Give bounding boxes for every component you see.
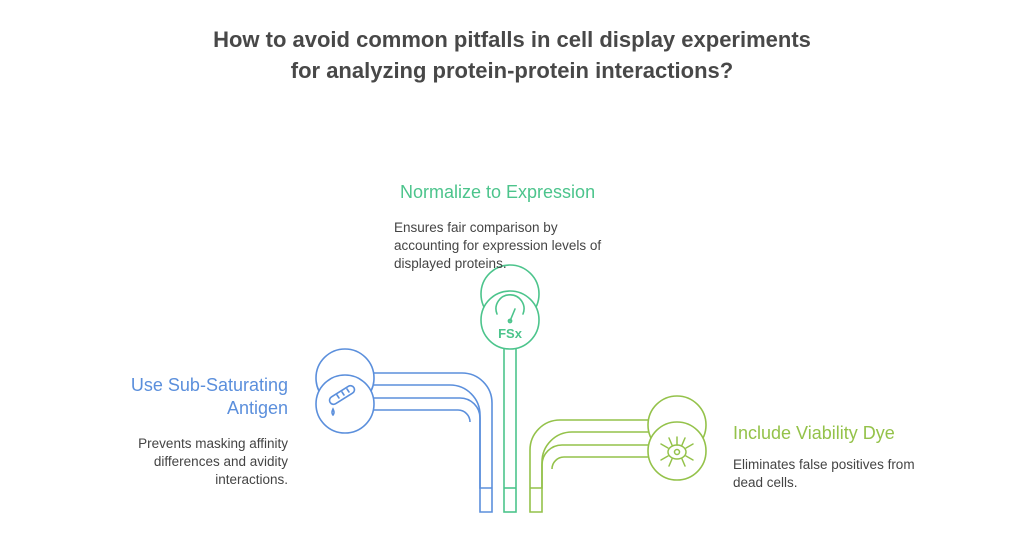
blue-pipes bbox=[345, 372, 493, 513]
dead-cell-icon bbox=[660, 436, 694, 467]
blue-pipe-lower bbox=[345, 409, 471, 423]
title-line-1: How to avoid common pitfalls in cell dis… bbox=[213, 27, 811, 52]
antigen-description-line: Prevents masking affinity bbox=[138, 436, 288, 451]
blue-pipe-inner bbox=[345, 397, 492, 489]
lime-pipe-outer bbox=[529, 419, 677, 513]
normalize-heading: Normalize to Expression bbox=[400, 182, 596, 202]
antigen-description: Prevents masking affinity differences an… bbox=[138, 435, 288, 489]
antigen-heading-line: Use Sub-Saturating bbox=[130, 375, 288, 395]
antigen-description-line: interactions. bbox=[215, 472, 288, 487]
antigen-heading-line: Antigen bbox=[226, 398, 288, 418]
page-title: How to avoid common pitfalls in cell dis… bbox=[0, 24, 1024, 86]
viability-description-line: dead cells. bbox=[733, 475, 798, 490]
antigen-node bbox=[315, 348, 375, 434]
normalize-description-line: accounting for expression levels of bbox=[394, 238, 602, 253]
antigen-heading: Use Sub-Saturating Antigen bbox=[131, 374, 288, 420]
normalize-description-line: displayed proteins. bbox=[394, 256, 507, 271]
antigen-description-line: differences and avidity bbox=[153, 454, 288, 469]
viability-heading: Include Viability Dye bbox=[733, 423, 895, 443]
viability-description-line: Eliminates false positives from bbox=[733, 457, 915, 472]
title-line-2: for analyzing protein-protein interactio… bbox=[290, 58, 734, 83]
lime-pipe-lower bbox=[551, 456, 677, 470]
lime-pipes bbox=[529, 419, 677, 513]
gauge-icon bbox=[495, 294, 525, 324]
normalize-description-line: Ensures fair comparison by bbox=[394, 220, 558, 235]
test-tube-icon bbox=[328, 384, 356, 417]
lime-pipe-inner bbox=[530, 444, 677, 489]
viability-node bbox=[647, 395, 707, 481]
blue-pipe-outer bbox=[345, 372, 493, 513]
normalize-description: Ensures fair comparison by accounting fo… bbox=[394, 219, 601, 273]
fsx-label: FSx bbox=[498, 326, 523, 341]
viability-description: Eliminates false positives from dead cel… bbox=[733, 456, 915, 492]
